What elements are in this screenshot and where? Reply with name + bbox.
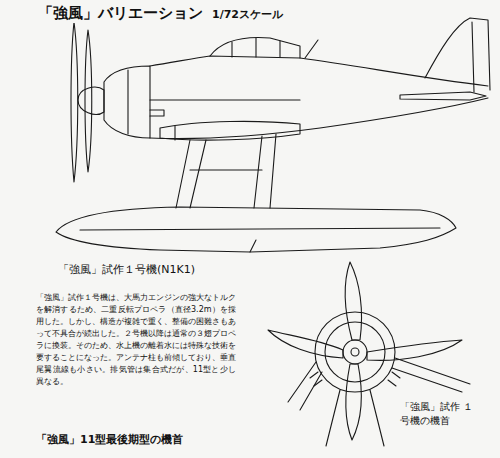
fuselage (104, 18, 490, 140)
scale-note: 1/72スケール (212, 7, 283, 22)
figure-caption: 「強風」試作 １号機の機首 (400, 400, 474, 428)
main-float (56, 207, 456, 252)
page-title: 「強風」バリエーション (38, 4, 203, 23)
description-note: 「強風」試作１号機は、大馬力エンジンの強大なトルクを解消するため、二重反転プロペ… (36, 292, 236, 388)
figure-caption: 「強風」試作１号機(N1K1) (58, 262, 195, 277)
propeller (71, 22, 104, 182)
float-strut (176, 134, 276, 208)
figure-caption: 「強風」11型最後期型の機首 (36, 432, 183, 447)
